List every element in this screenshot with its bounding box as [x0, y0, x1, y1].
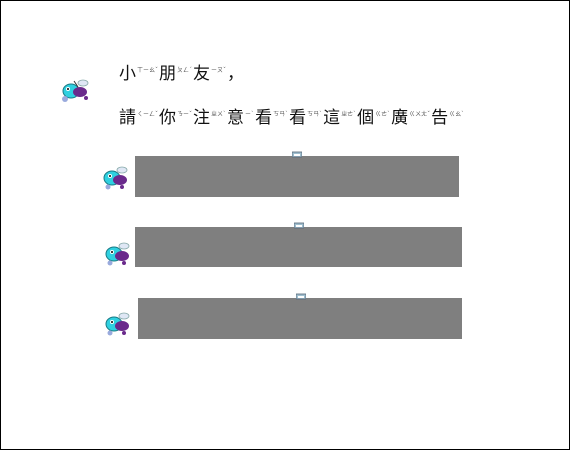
greeting-char: 請: [119, 108, 136, 128]
zhuyin-annotation: ㄓㄜˋ: [341, 111, 357, 118]
ad-bar-3[interactable]: [138, 298, 462, 339]
zhuyin-annotation: ㄆㄥˊ: [177, 67, 193, 74]
greeting-char: 朋: [159, 64, 177, 84]
greeting-char: 看: [289, 108, 307, 128]
zhuyin-annotation: ㄍㄠˋ: [449, 111, 465, 118]
bee-icon: [62, 79, 89, 102]
zhuyin-annotation: ㄧㄡˇ: [211, 67, 227, 74]
greeting-char: 個: [357, 108, 375, 128]
zhuyin-annotation: ㄓㄨˋ: [211, 111, 227, 118]
greeting-char: 意: [227, 108, 245, 128]
greeting-line-2: 請ㄑㄧㄥˇ你ㄋㄧˇ注ㄓㄨˋ意ㄧˋ看ㄎㄢˋ看ㄎㄢˋ這ㄓㄜˋ個ㄍㄜˋ廣ㄍㄨㄤˇ告ㄍㄠ…: [119, 105, 465, 128]
zhuyin-annotation: ㄎㄢˋ: [307, 111, 323, 118]
zhuyin-annotation: ㄧˋ: [245, 111, 255, 118]
ad-bar-2[interactable]: [135, 227, 462, 267]
tab-marker-icon: [296, 293, 306, 300]
zhuyin-annotation: ㄑㄧㄥˇ: [137, 111, 159, 118]
tab-marker-icon: [292, 151, 302, 158]
greeting-char: 小: [119, 64, 136, 84]
bee-icon: [105, 312, 130, 336]
greeting-char: 告: [431, 108, 449, 128]
greeting-char: 友: [193, 64, 211, 84]
zhuyin-annotation: ㄎㄢˋ: [273, 111, 289, 118]
bee-icon: [103, 166, 128, 190]
zhuyin-annotation: ㄒㄧㄠˇ: [137, 67, 159, 74]
ad-bar-1[interactable]: [135, 156, 459, 197]
bee-icon: [105, 242, 130, 266]
greeting-char: 看: [255, 108, 273, 128]
zhuyin-annotation: ㄍㄜˋ: [375, 111, 391, 118]
greeting-line-1: 小ㄒㄧㄠˇ朋ㄆㄥˊ友ㄧㄡˇ，: [119, 61, 244, 84]
greeting-char: 注: [193, 108, 211, 128]
greeting-char: 你: [159, 108, 177, 128]
tab-marker-icon: [294, 222, 304, 229]
zhuyin-annotation: ㄍㄨㄤˇ: [409, 111, 431, 118]
greeting-char: ，: [227, 64, 245, 84]
greeting-char: 這: [323, 108, 341, 128]
greeting-char: 廣: [391, 108, 409, 128]
zhuyin-annotation: ㄋㄧˇ: [177, 111, 193, 118]
